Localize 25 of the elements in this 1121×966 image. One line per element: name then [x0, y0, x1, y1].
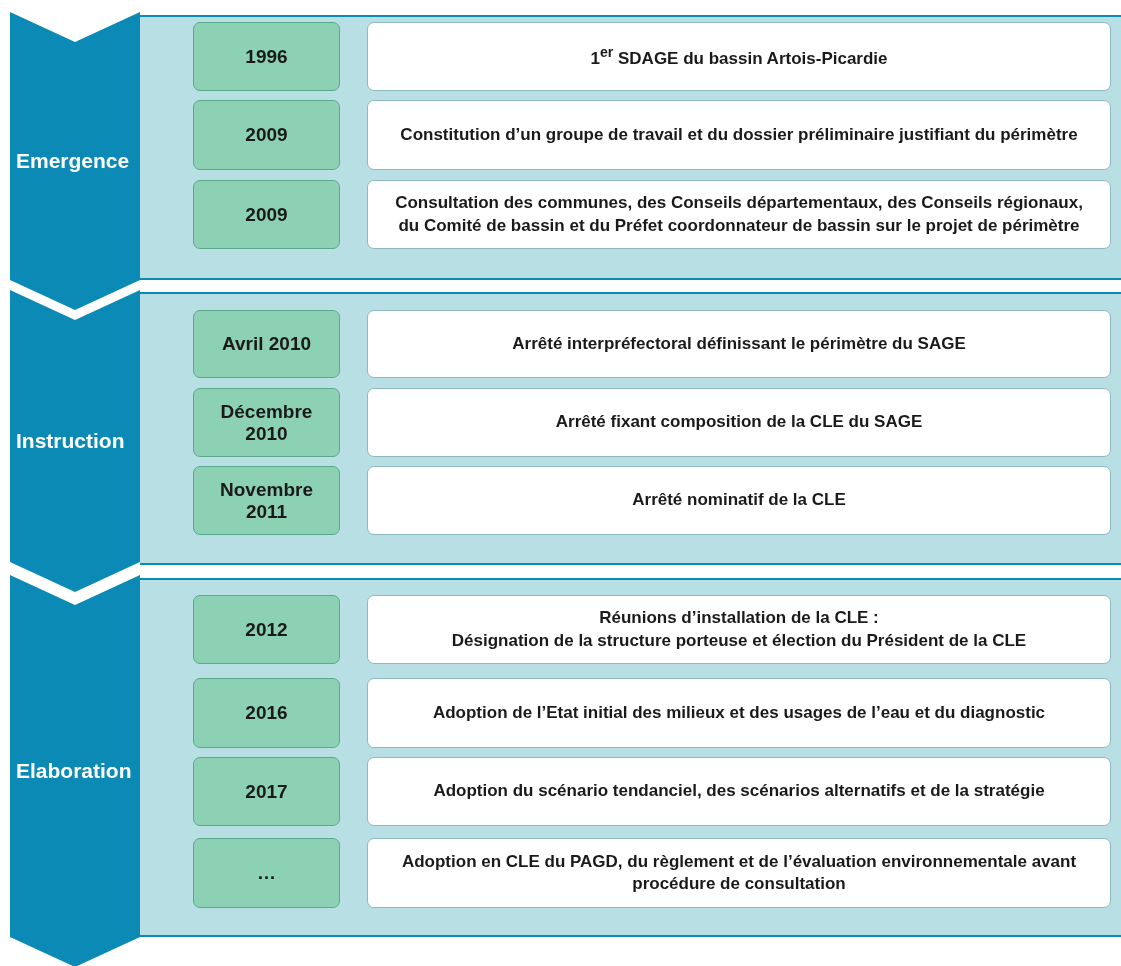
phase-label: Elaboration [10, 575, 140, 966]
step-card: Arrêté interpréfectoral définissant le périmètre du SAGE [367, 310, 1111, 378]
step-text: Désignation de la structure porteuse et élection du Président de la CLE [451, 629, 1027, 652]
step-card [367, 595, 1111, 664]
date-card: … [193, 838, 340, 908]
step-card: Consultation des communes, des Conseils départementaux, des Conseils régionaux, du Comité de bassin et du Préfet coordonnateur de bassin sur le projet de périmètre [367, 180, 1111, 249]
date-card: Avril 2010 [193, 310, 340, 378]
step-card: Constitution d’un groupe de travail et du dossier préliminaire justifiant du périmètre [367, 100, 1111, 170]
step-card: Arrêté fixant composition de la CLE du SAGE [367, 388, 1111, 457]
date-card: 2017 [193, 757, 340, 826]
date-card: 2009 [193, 180, 340, 249]
phase-label: Instruction [10, 290, 140, 592]
date-card: 2009 [193, 100, 340, 170]
step-card: Adoption en CLE du PAGD, du règlement et de l’évaluation environnementale avant procédure de consultation [367, 838, 1111, 908]
date-card: 2012 [193, 595, 340, 664]
date-card: 1996 [193, 22, 340, 91]
step-card: 1$^{er}$ SDAGE du bassin Artois-Picardie [367, 22, 1111, 91]
step-card: Arrêté nominatif de la CLE [367, 466, 1111, 535]
step-card: Adoption de l’Etat initial des milieux et des usages de l’eau et du diagnostic [367, 678, 1111, 748]
date-card: 2016 [193, 678, 340, 748]
date-card: Décembre 2010 [193, 388, 340, 457]
date-card: Novembre 2011 [193, 466, 340, 535]
phase-label: Emergence [10, 12, 140, 310]
step-text: Réunions d’installation de la CLE : [599, 607, 879, 630]
step-card: Adoption du scénario tendanciel, des scénarios alternatifs et de la stratégie [367, 757, 1111, 826]
